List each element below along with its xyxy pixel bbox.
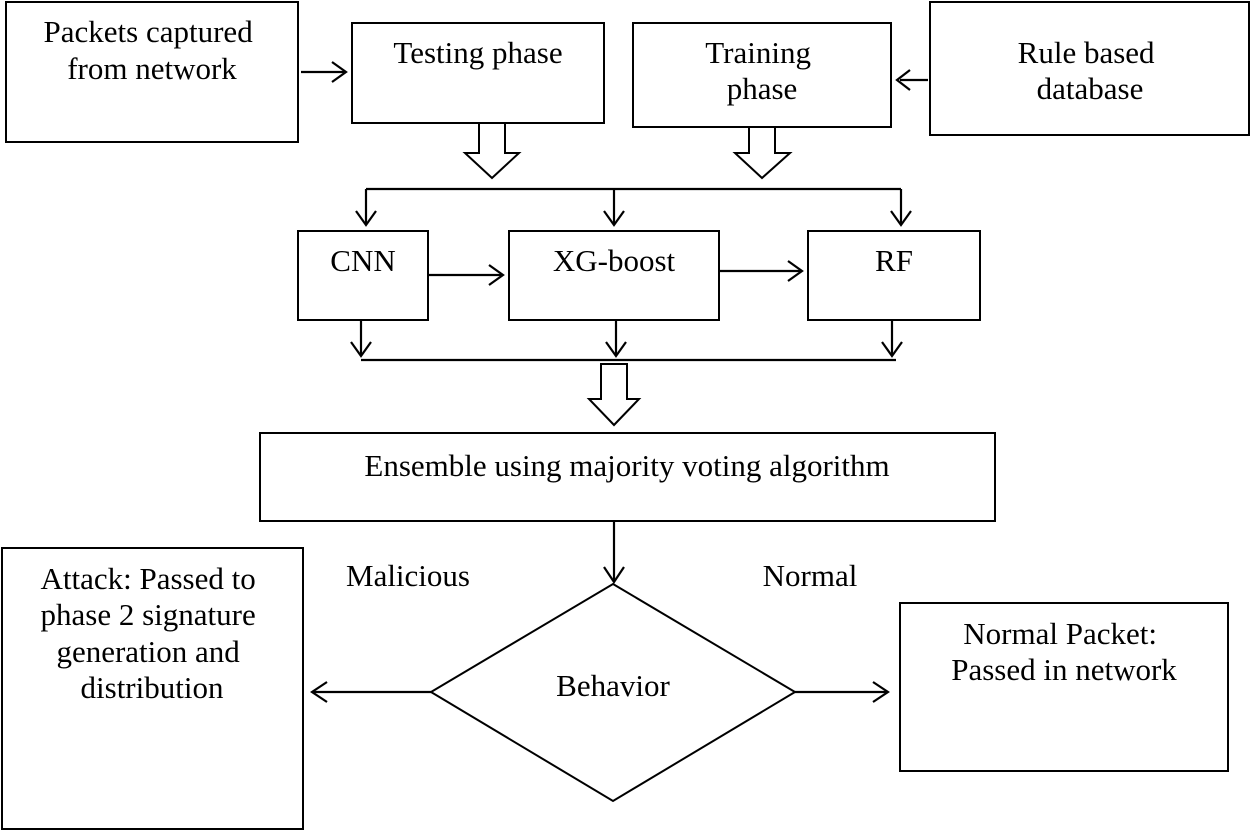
attack-label: Attack: Passed to phase 2 signature gene… xyxy=(41,561,264,705)
testing-phase-label: Testing phase xyxy=(393,35,562,70)
hollow-arrow-testing xyxy=(462,122,522,180)
xgboost-label: XG-boost xyxy=(553,243,676,278)
xgboost-box xyxy=(508,230,720,321)
hollow-arrow-to-ensemble xyxy=(586,363,642,427)
attack-box xyxy=(1,547,304,830)
malicious-label: Malicious xyxy=(346,558,470,593)
arrowhead-to-rf xyxy=(890,210,912,227)
cnn-box xyxy=(297,230,429,321)
arrowhead-ensemble-to-behavior xyxy=(603,566,625,584)
arrowhead-behavior-to-normal xyxy=(872,681,890,703)
arrowhead-behavior-to-attack xyxy=(310,681,328,703)
arrowhead-to-cnn xyxy=(355,210,377,227)
hollow-arrow-training xyxy=(732,126,793,180)
arrowhead-to-xgboost xyxy=(603,210,625,227)
behavior-diamond xyxy=(429,582,797,803)
arrowhead-ruledb-to-training xyxy=(895,69,911,91)
cnn-label: CNN xyxy=(330,243,395,278)
arrowhead-from-rf xyxy=(881,341,903,358)
packets-captured-box xyxy=(5,1,299,143)
normal-label: Normal xyxy=(763,558,858,593)
ensemble-label: Ensemble using majority voting algorithm xyxy=(364,448,889,483)
arrowhead-xgboost-to-rf xyxy=(787,260,804,282)
rf-label: RF xyxy=(875,243,913,278)
arrowhead-cnn-to-xgboost xyxy=(488,264,505,286)
ensemble-box xyxy=(259,432,996,522)
behavior-label: Behavior xyxy=(556,668,670,703)
arrowhead-from-cnn xyxy=(350,341,372,358)
training-phase-box xyxy=(632,22,892,128)
packets-captured-label: Packets captured from network xyxy=(44,14,261,86)
arrowhead-packets-to-testing xyxy=(331,61,348,83)
normal-packet-label: Normal Packet: Passed in network xyxy=(951,616,1177,687)
rule-based-database-label: Rule based database xyxy=(1018,35,1163,106)
normal-packet-box xyxy=(899,602,1229,772)
arrowhead-from-xgboost xyxy=(605,341,627,358)
rule-based-database-box xyxy=(929,1,1250,136)
rf-box xyxy=(807,230,981,321)
testing-phase-box xyxy=(351,22,605,124)
training-phase-label: Training phase xyxy=(705,35,818,106)
